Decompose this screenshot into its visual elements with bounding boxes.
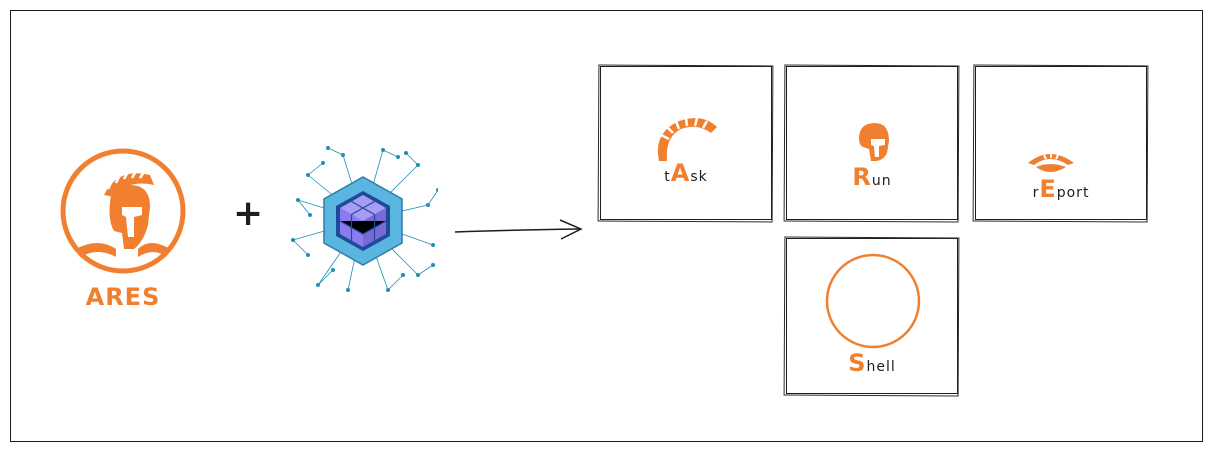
module-box-shell: Shell (786, 238, 958, 394)
plus-sign: + (233, 193, 264, 234)
module-label-shell: Shell (848, 349, 896, 377)
module-box-run: Run (786, 66, 958, 220)
circle-icon (825, 253, 921, 349)
module-box-task: tAsk (600, 66, 772, 220)
ares-logo-icon (60, 148, 186, 274)
module-label-report: rEport (1032, 175, 1090, 203)
arrow-icon (454, 219, 583, 240)
ares-label: ARES (85, 283, 161, 311)
spartan-head-icon (859, 123, 889, 161)
module-label-run: Run (852, 163, 892, 191)
module-label-task: tAsk (664, 159, 708, 187)
network-cube-icon (291, 146, 438, 292)
spartan-helmet-icon (657, 117, 717, 161)
eye-icon (1028, 153, 1074, 172)
module-box-report: rEport (975, 66, 1147, 220)
